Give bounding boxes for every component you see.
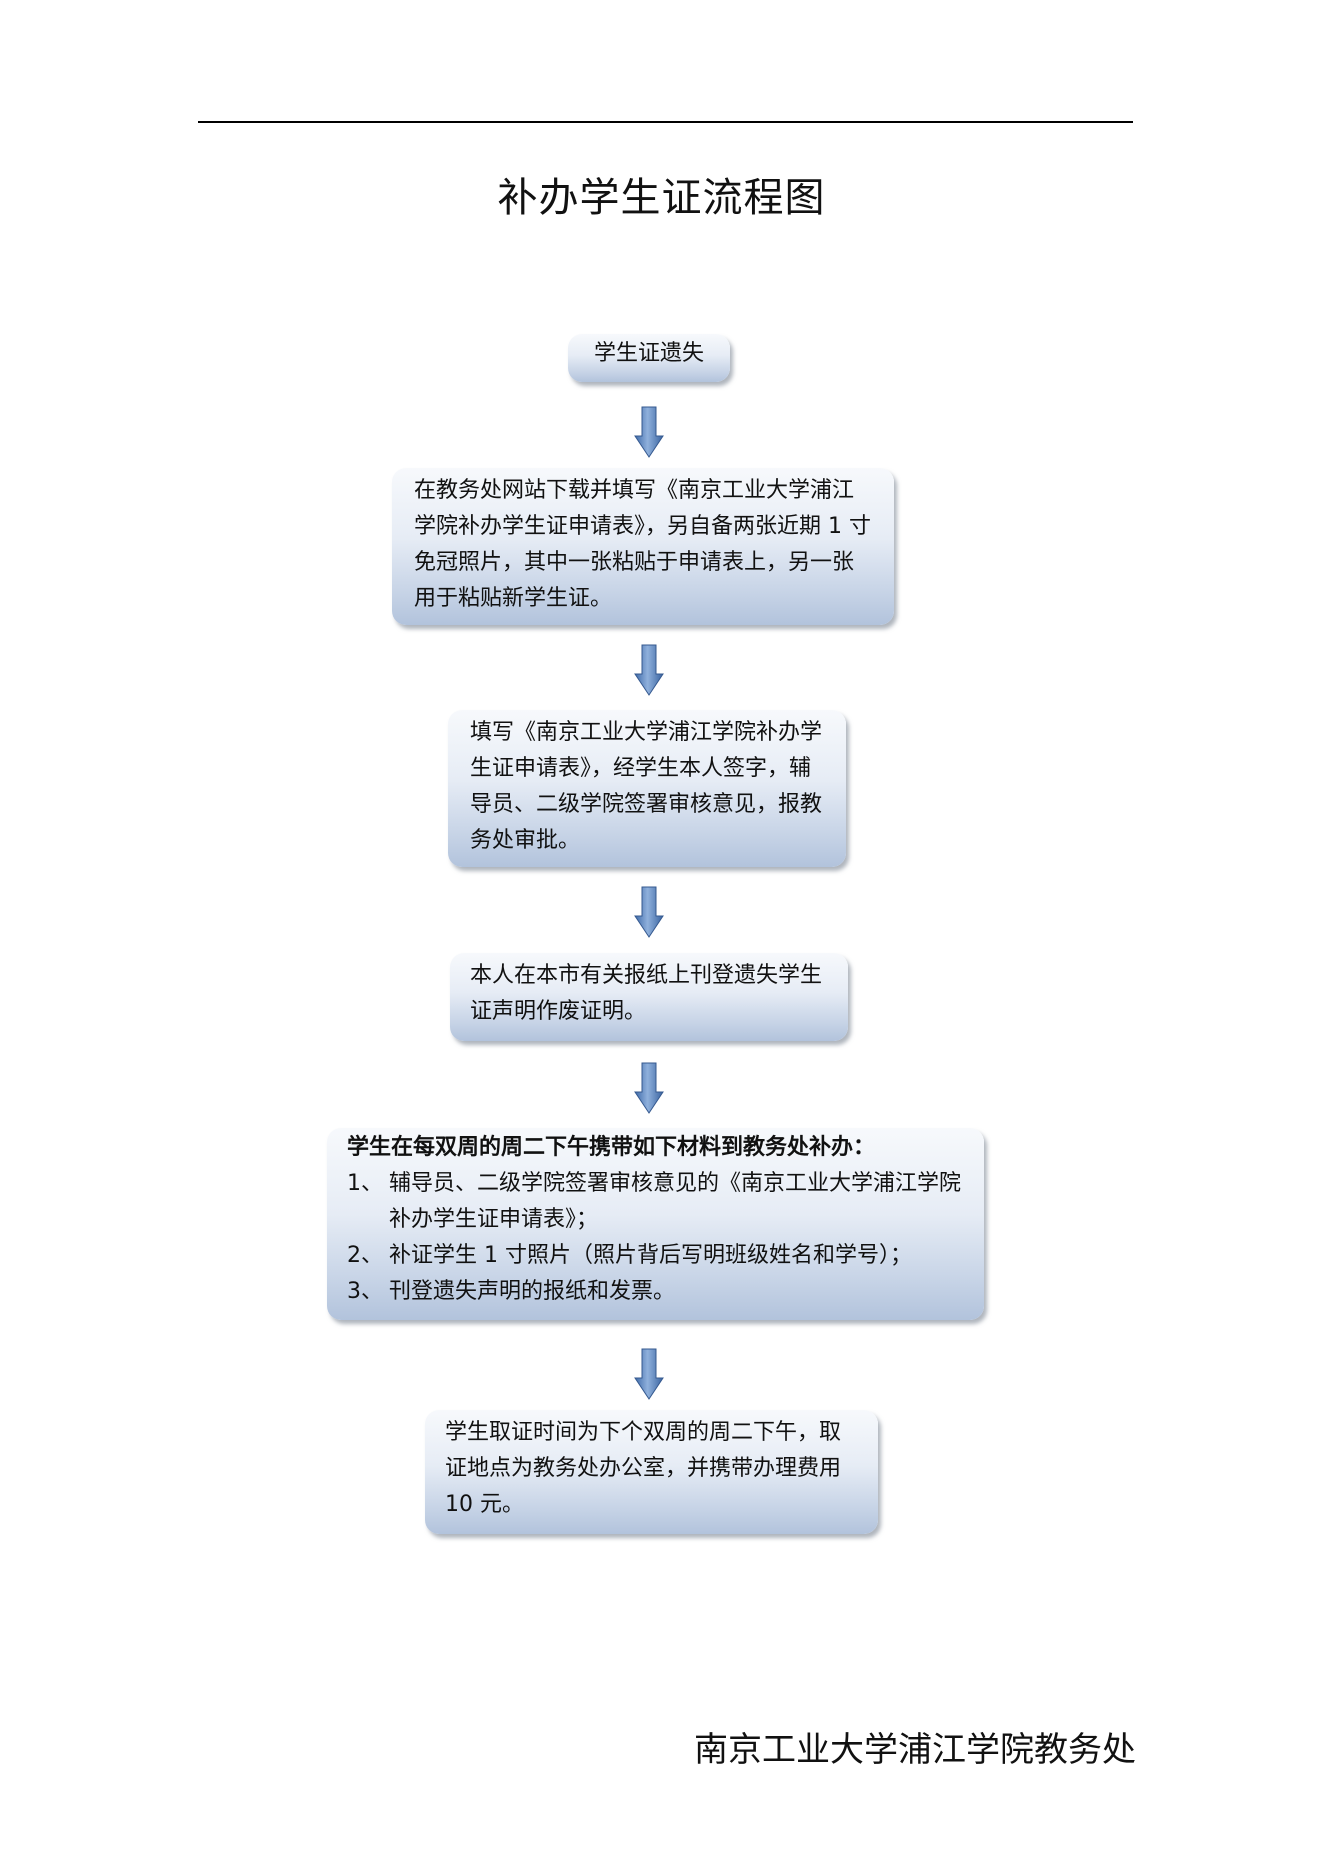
step-5-heading: 学生在每双周的周二下午携带如下材料到教务处补办： [347,1135,876,1160]
header-rule [198,121,1133,123]
list-item-number: 3、 [347,1279,383,1304]
footer-organization: 南京工业大学浦江学院教务处 [694,1730,1136,1770]
list-item-number: 2、 [347,1243,383,1268]
step-1-box: 学生证遗失 [568,334,730,382]
list-item: 3、 刊登遗失声明的报纸和发票。 [347,1274,966,1310]
step-3-text: 填写《南京工业大学浦江学院补办学生证申请表》，经学生本人签字，辅导员、二级学院签… [470,720,823,853]
step-4-box: 本人在本市有关报纸上刊登遗失学生证声明作废证明。 [450,953,848,1041]
list-item-number: 1、 [347,1171,383,1196]
step-1-text: 学生证遗失 [593,341,704,366]
step-6-text: 学生取证时间为下个双周的周二下午，取证地点为教务处办公室，并携带办理费用 10 … [445,1420,842,1517]
arrow-down-icon [634,406,664,458]
list-item-text: 补证学生 1 寸照片（照片背后写明班级姓名和学号）； [389,1243,912,1268]
arrow-down-icon [634,1062,664,1114]
arrow-down-icon [634,644,664,696]
step-6-box: 学生取证时间为下个双周的周二下午，取证地点为教务处办公室，并携带办理费用 10 … [425,1410,878,1534]
step-3-box: 填写《南京工业大学浦江学院补办学生证申请表》，经学生本人签字，辅导员、二级学院签… [448,710,846,867]
arrow-down-icon [634,886,664,938]
step-2-text: 在教务处网站下载并填写《南京工业大学浦江学院补办学生证申请表》，另自备两张近期 … [414,478,871,611]
step-2-box: 在教务处网站下载并填写《南京工业大学浦江学院补办学生证申请表》，另自备两张近期 … [392,468,894,625]
arrow-down-icon [634,1348,664,1400]
step-5-box: 学生在每双周的周二下午携带如下材料到教务处补办： 1、 辅导员、二级学院签署审核… [327,1128,984,1320]
list-item-text: 刊登遗失声明的报纸和发票。 [389,1279,676,1304]
list-item: 1、 辅导员、二级学院签署审核意见的《南京工业大学浦江学院补办学生证申请表》； [347,1166,966,1238]
list-item-text: 辅导员、二级学院签署审核意见的《南京工业大学浦江学院补办学生证申请表》； [389,1171,962,1232]
step-4-text: 本人在本市有关报纸上刊登遗失学生证声明作废证明。 [470,963,823,1024]
list-item: 2、 补证学生 1 寸照片（照片背后写明班级姓名和学号）； [347,1238,966,1274]
page-title: 补办学生证流程图 [497,175,826,221]
